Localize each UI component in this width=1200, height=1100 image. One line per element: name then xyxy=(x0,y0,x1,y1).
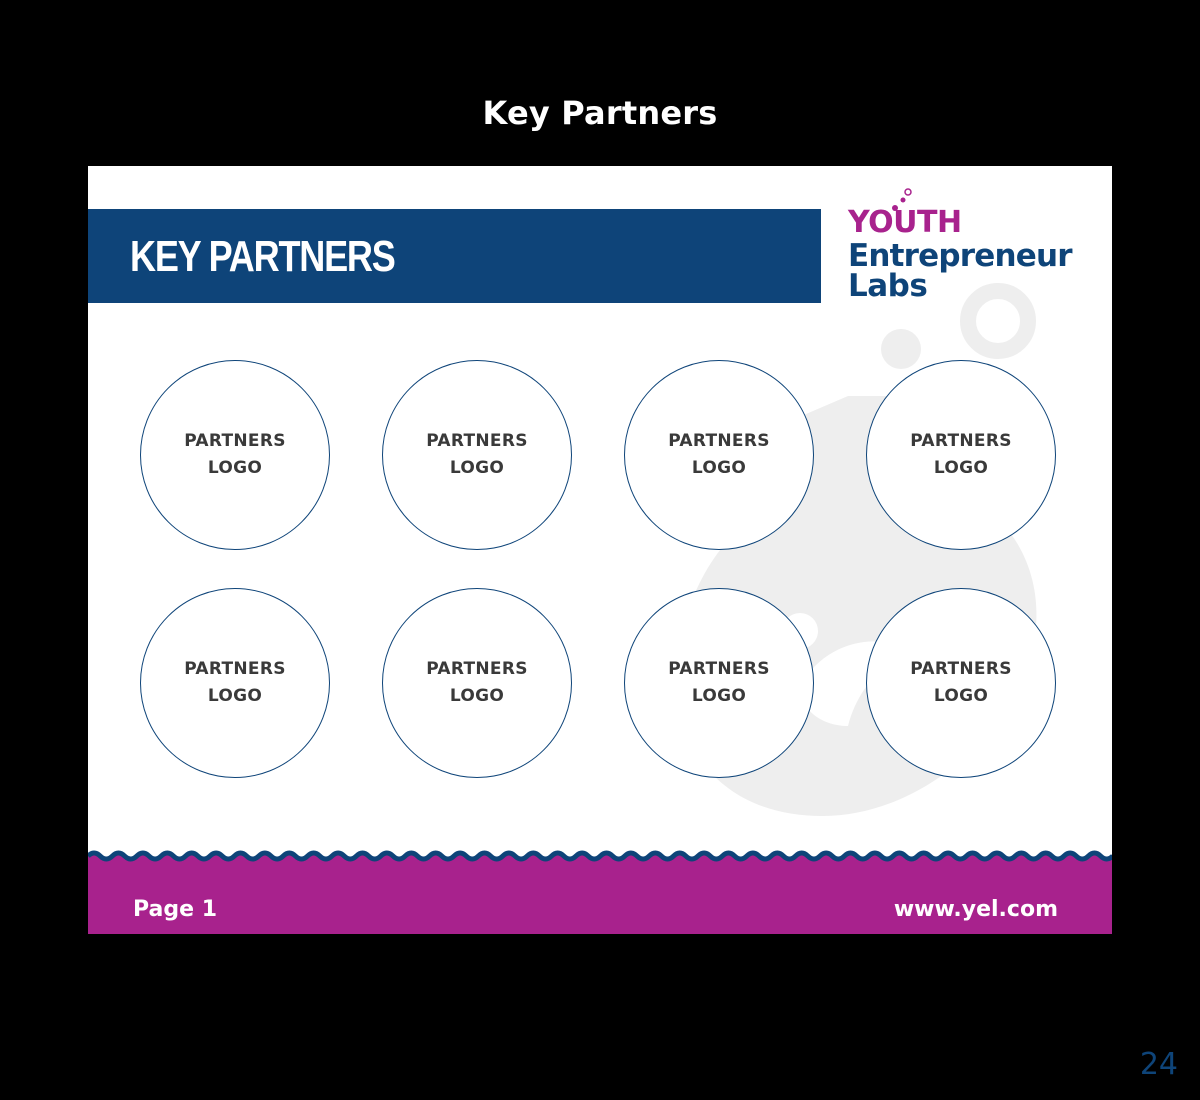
partner-logo-8[interactable]: PARTNERS LOGO xyxy=(866,588,1056,778)
partner-logo-3[interactable]: PARTNERS LOGO xyxy=(624,360,814,550)
flask-bubbles-icon xyxy=(892,188,912,211)
slide-title: KEY PARTNERS xyxy=(130,232,396,281)
partner-logo-7[interactable]: PARTNERS LOGO xyxy=(624,588,814,778)
partner-logo-label: PARTNERS xyxy=(668,659,770,679)
page-heading: Key Partners xyxy=(482,94,718,132)
partner-logo-sublabel: LOGO xyxy=(933,686,989,706)
partner-logo-sublabel: LOGO xyxy=(207,686,263,706)
brand-entrepreneur: Entrepreneur xyxy=(848,238,1073,274)
brand-logo: YOUTH Entrepreneur Labs xyxy=(848,188,1098,308)
footer-band: Page 1 www.yel.com xyxy=(88,862,1112,934)
partner-logo-sublabel: LOGO xyxy=(207,458,263,478)
partner-logo-label: PARTNERS xyxy=(668,431,770,451)
slide: KEY PARTNERS YOUTH Entrepreneur Labs PAR… xyxy=(88,166,1112,934)
partner-logo-grid: PARTNERS LOGO PARTNERS LOGO PARTNERS LOG… xyxy=(140,360,1060,782)
partner-logo-label: PARTNERS xyxy=(426,659,528,679)
partner-logo-4[interactable]: PARTNERS LOGO xyxy=(866,360,1056,550)
partner-logo-sublabel: LOGO xyxy=(933,458,989,478)
brand-labs: Labs xyxy=(848,268,928,304)
footer-page-label: Page 1 xyxy=(133,897,218,922)
partner-logo-label: PARTNERS xyxy=(910,659,1012,679)
page-number: 24 xyxy=(1139,1047,1178,1082)
partner-logo-sublabel: LOGO xyxy=(691,458,747,478)
partner-logo-label: PARTNERS xyxy=(910,431,1012,451)
partner-logo-5[interactable]: PARTNERS LOGO xyxy=(140,588,330,778)
partner-logo-label: PARTNERS xyxy=(184,431,286,451)
brand-youth: YOUTH xyxy=(848,205,962,240)
wave-divider xyxy=(88,850,1112,874)
partner-logo-label: PARTNERS xyxy=(184,659,286,679)
partner-logo-1[interactable]: PARTNERS LOGO xyxy=(140,360,330,550)
title-bar: KEY PARTNERS xyxy=(88,209,821,303)
partner-logo-sublabel: LOGO xyxy=(449,686,505,706)
partner-logo-sublabel: LOGO xyxy=(449,458,505,478)
partner-logo-6[interactable]: PARTNERS LOGO xyxy=(382,588,572,778)
footer: Page 1 www.yel.com xyxy=(88,844,1112,934)
partner-logo-2[interactable]: PARTNERS LOGO xyxy=(382,360,572,550)
partner-logo-label: PARTNERS xyxy=(426,431,528,451)
footer-url-link[interactable]: www.yel.com xyxy=(893,897,1058,922)
partner-logo-sublabel: LOGO xyxy=(691,686,747,706)
